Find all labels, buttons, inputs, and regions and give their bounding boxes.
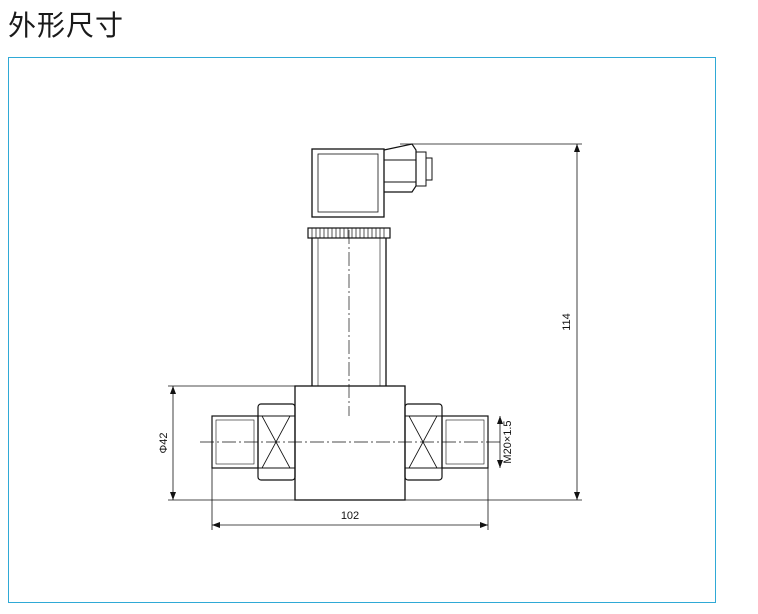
dim-thread-label: M20×1.5 — [502, 420, 514, 463]
page-title: 外形尺寸 — [8, 9, 125, 42]
center-body — [294, 385, 406, 501]
centerlines — [200, 230, 500, 443]
dimension-width — [211, 468, 489, 530]
dim-width-label: 102 — [341, 510, 359, 522]
knurled-ring — [307, 227, 391, 239]
dim-height-label: 114 — [561, 313, 573, 331]
dimension-thread — [497, 416, 503, 468]
drawing-frame — [8, 57, 716, 603]
dim-diameter-label: Φ42 — [158, 432, 170, 453]
dimension-height — [400, 143, 582, 501]
dimension-diameter — [168, 385, 295, 501]
connector-plug — [311, 143, 433, 218]
housing-tube — [311, 238, 387, 386]
